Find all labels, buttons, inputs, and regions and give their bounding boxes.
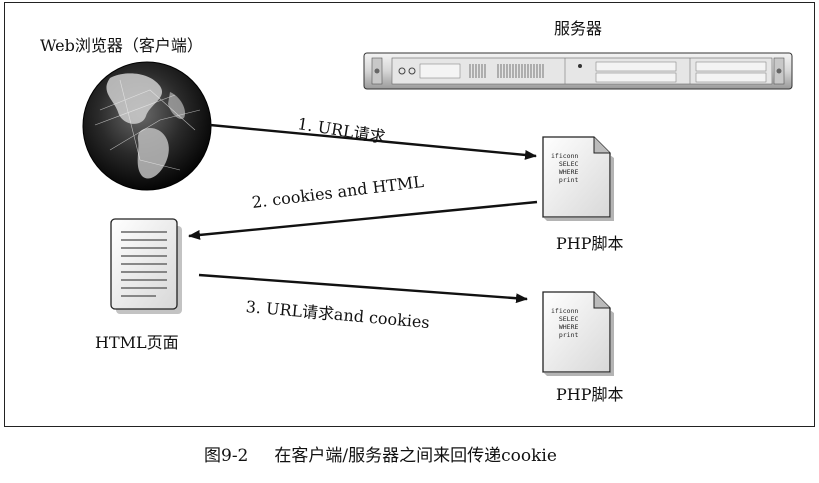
html-page-label: HTML页面 <box>95 333 179 352</box>
arrow-cookies-and-html <box>188 200 538 240</box>
script-line: ificonn <box>551 307 579 315</box>
php-script-code-1: ificonn SELEC WHERE print <box>551 152 578 184</box>
server-icon <box>363 52 793 90</box>
server-label: 服务器 <box>554 19 603 38</box>
html-page-icon <box>110 218 182 314</box>
browser-client-label: Web浏览器（客户端） <box>40 36 203 55</box>
globe-icon <box>82 61 212 191</box>
figure-number: 图9-2 <box>204 446 249 466</box>
arrow-url-request-and-cookies <box>198 273 528 304</box>
caption-text: 在客户端/服务器之间来回传递cookie <box>274 446 557 466</box>
script-line: SELEC <box>558 315 579 323</box>
php-script-icon-2 <box>542 291 614 376</box>
script-line: print <box>558 331 579 339</box>
script-line: WHERE <box>558 323 579 331</box>
php-script-label-1: PHP脚本 <box>556 234 624 253</box>
script-line: WHERE <box>558 168 579 176</box>
script-line: ificonn <box>551 152 579 160</box>
php-script-code-2: ificonn SELEC WHERE print <box>551 307 578 339</box>
script-line: SELEC <box>558 160 579 168</box>
figure-frame <box>4 2 815 427</box>
php-script-label-2: PHP脚本 <box>556 385 624 404</box>
figure-caption: 图9-2 在客户端/服务器之间来回传递cookie <box>204 441 557 466</box>
script-line: print <box>558 176 579 184</box>
php-script-icon-1 <box>542 136 614 221</box>
arrow-url-request <box>209 123 537 160</box>
